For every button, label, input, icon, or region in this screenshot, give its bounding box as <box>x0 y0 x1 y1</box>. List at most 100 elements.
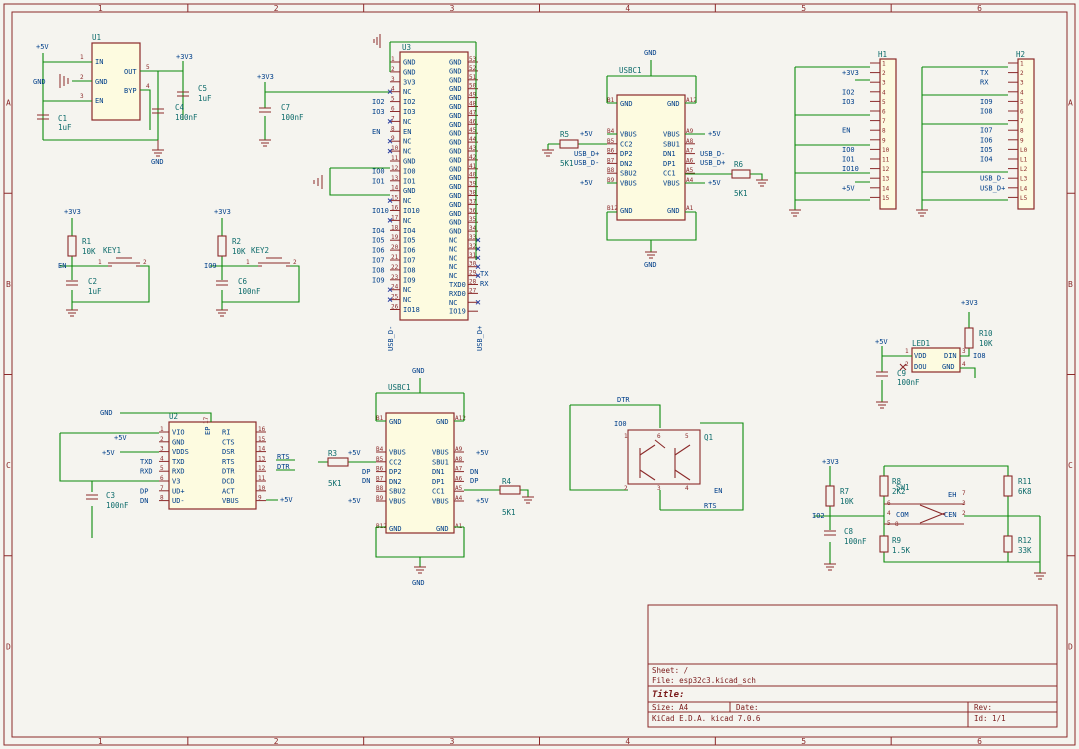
r9-ref: R9 <box>892 536 901 545</box>
usbc1-p5v-l2: +5V <box>580 179 593 187</box>
u3-nc-mark <box>387 138 393 144</box>
u3-left-pin-name: GND <box>403 68 416 76</box>
led1-rgb[interactable]: LED1 VDD DOU DIN GND 1 2 3 4 <box>905 339 966 373</box>
c3-ref: C3 <box>106 491 115 500</box>
col-label-top: 3 <box>450 4 455 13</box>
u1-num-2: 2 <box>80 74 84 81</box>
sw1-p3v3: +3V3 <box>822 458 839 466</box>
u3-right-pin-name: GND <box>449 148 462 156</box>
usbc2-net-l2: DN <box>362 477 370 485</box>
u3-left-pin-name: NC <box>403 286 411 294</box>
usbc2-left-pin-num: B5 <box>376 456 384 463</box>
q1-io0: IO0 <box>614 420 627 428</box>
usbc2-left-pin-num: B9 <box>376 495 384 502</box>
r3-val: 5K1 <box>328 479 342 488</box>
r12-ref: R12 <box>1018 536 1032 545</box>
r2-val: 10K <box>232 247 246 256</box>
key2-wires <box>210 218 300 310</box>
u3-esp32c3-module[interactable]: U3 GND1GND23V33NC4IO25IO2IO36IO3NC7EN8EN… <box>372 43 481 321</box>
u3-left-pin-name: EN <box>403 128 411 136</box>
usbc1-right-pin-num: A9 <box>686 128 694 135</box>
u3-right-pin-name: GND <box>449 94 462 102</box>
h2-wires <box>921 66 1008 210</box>
led1-p3v3: +3V3 <box>961 299 978 307</box>
u3-left-pin-num: 22 <box>391 264 399 271</box>
u3-nc-mark <box>387 297 393 302</box>
r12-val: 33K <box>1018 546 1032 555</box>
q1-auto-reset[interactable]: DTR IO0 EN RTS Q1 1 6 5 2 3 4 <box>569 396 744 511</box>
usbc2-bottom-connector[interactable]: USBC1 VBUSB4CC2B5DP2B6DN2B7SBU2B8VBUSB9V… <box>376 383 466 534</box>
usbc1-right-pin-num: A4 <box>686 177 694 184</box>
u2-ref: U2 <box>169 412 178 421</box>
h2-pin-net: USB_D- <box>980 175 1005 183</box>
u2-body <box>168 421 257 510</box>
h2-header[interactable]: H2 12TX3RX45IO96IO878IO79IO6L0IO5L1IO4L2… <box>980 50 1035 210</box>
h1-pin-net: EN <box>842 127 850 135</box>
usbc2-left-pin-num: B8 <box>376 485 384 492</box>
usbc1-top-connector[interactable]: USBC1 VBUSB4CC2B5DP2B6DN2B7SBU2B8VBUSB9V… <box>607 66 697 221</box>
u2-right-pin-num: 12 <box>258 465 266 472</box>
usbc2-right-pin-num: A5 <box>455 485 463 492</box>
h2-pin-num: L4 <box>1020 185 1028 192</box>
u3-left-pin-name: NC <box>403 148 411 156</box>
u3-right-pin-name: GND <box>449 183 462 191</box>
led1-n1: 1 <box>905 348 909 355</box>
c7-symbol <box>259 107 271 113</box>
u3-right-pin-name: GND <box>449 192 462 200</box>
q1-p5: 5 <box>685 433 689 440</box>
key1-net-en: EN <box>58 262 66 270</box>
u3-right-pin-name: NC <box>449 237 457 245</box>
c6-val: 100nF <box>238 287 261 296</box>
usbc2-net-r2: DP <box>470 477 478 485</box>
h1-pin-num: 5 <box>882 99 886 106</box>
u3-nc-mark <box>387 119 393 124</box>
u3-right-pin-num: 45 <box>469 127 477 134</box>
usbc1-ref: USBC1 <box>619 66 642 75</box>
usbc1-body <box>616 94 686 221</box>
tb-tool: KiCad E.D.A. kicad 7.0.6 <box>652 714 761 723</box>
usbc2-p5v-l2: +5V <box>348 497 361 505</box>
usbc1-r-gnd <box>542 149 768 187</box>
u2-left-pin-num: 3 <box>160 446 164 453</box>
u1-regulator[interactable]: U1 IN GND EN OUT BYP 1 2 3 5 4 <box>80 33 150 121</box>
r8-ref: R8 <box>892 477 902 486</box>
usbc1-net-l1: USB_D+ <box>574 150 599 158</box>
key2-n1: 1 <box>246 259 250 266</box>
u3-nc-mark <box>387 148 393 154</box>
usbc1-corner-num: A12 <box>686 97 697 104</box>
row-label-right: D <box>1068 642 1073 651</box>
r8-symbol <box>879 475 889 497</box>
u3-right-pin-num: 44 <box>469 136 477 143</box>
sw1-contacts <box>884 503 964 525</box>
r1-val: 10K <box>82 247 96 256</box>
usbc2-right-pin-num: A4 <box>455 495 463 502</box>
h1-pin-num: 1 <box>882 61 886 68</box>
usbc1-gnd-bot-label: GND <box>644 261 657 269</box>
usbc2-corner-gnd: GND <box>389 418 402 426</box>
tb-title: Title: <box>652 689 685 700</box>
h1-pin-num: 10 <box>882 147 890 154</box>
u3-nc-mark <box>475 299 481 305</box>
sw1-switch-network[interactable]: +3V3 IO2 R7 10K C8 100nF R8 2K2 SW1 R9 1… <box>812 458 1041 573</box>
u3-left-pin-num: 1 <box>391 56 395 63</box>
r5-symbol <box>559 139 579 149</box>
q1-p2: 2 <box>624 485 628 492</box>
usbc2-right-pin-name: DP1 <box>432 478 445 486</box>
h2-pin-num: L5 <box>1020 195 1028 202</box>
tb-id: Id: 1/1 <box>974 714 1006 723</box>
key2-net-io9: IO9 <box>204 262 217 270</box>
h1-header[interactable]: H1 12+3V334IO25IO3678EN910IO011IO112IO10… <box>842 50 897 210</box>
u3-right-pin-num: 37 <box>469 198 477 205</box>
h2-pin-num: 4 <box>1020 89 1024 96</box>
u3-left-pin-num: 23 <box>391 274 399 281</box>
u3-right-pin-num: 34 <box>469 225 477 232</box>
usbc1-left-pin-name: SBU2 <box>620 170 637 178</box>
u3-right-pin-num: 41 <box>469 163 477 170</box>
u2-pins: VIO1GND2VDDS3TXD4TXDRXD5RXDV36UD+7DPUD-8… <box>140 426 266 505</box>
usbc1-p5v-l1: +5V <box>580 130 593 138</box>
u2-usb-serial-chip[interactable]: U2 EP 17 VIO1GND2VDDS3TXD4TXDRXD5RXDV36U… <box>140 412 266 510</box>
col-label-bottom: 2 <box>274 737 279 746</box>
h2-pin-num: L3 <box>1020 176 1028 183</box>
h2-pin-num: 7 <box>1020 118 1024 125</box>
u3-nc-mark <box>387 218 393 223</box>
